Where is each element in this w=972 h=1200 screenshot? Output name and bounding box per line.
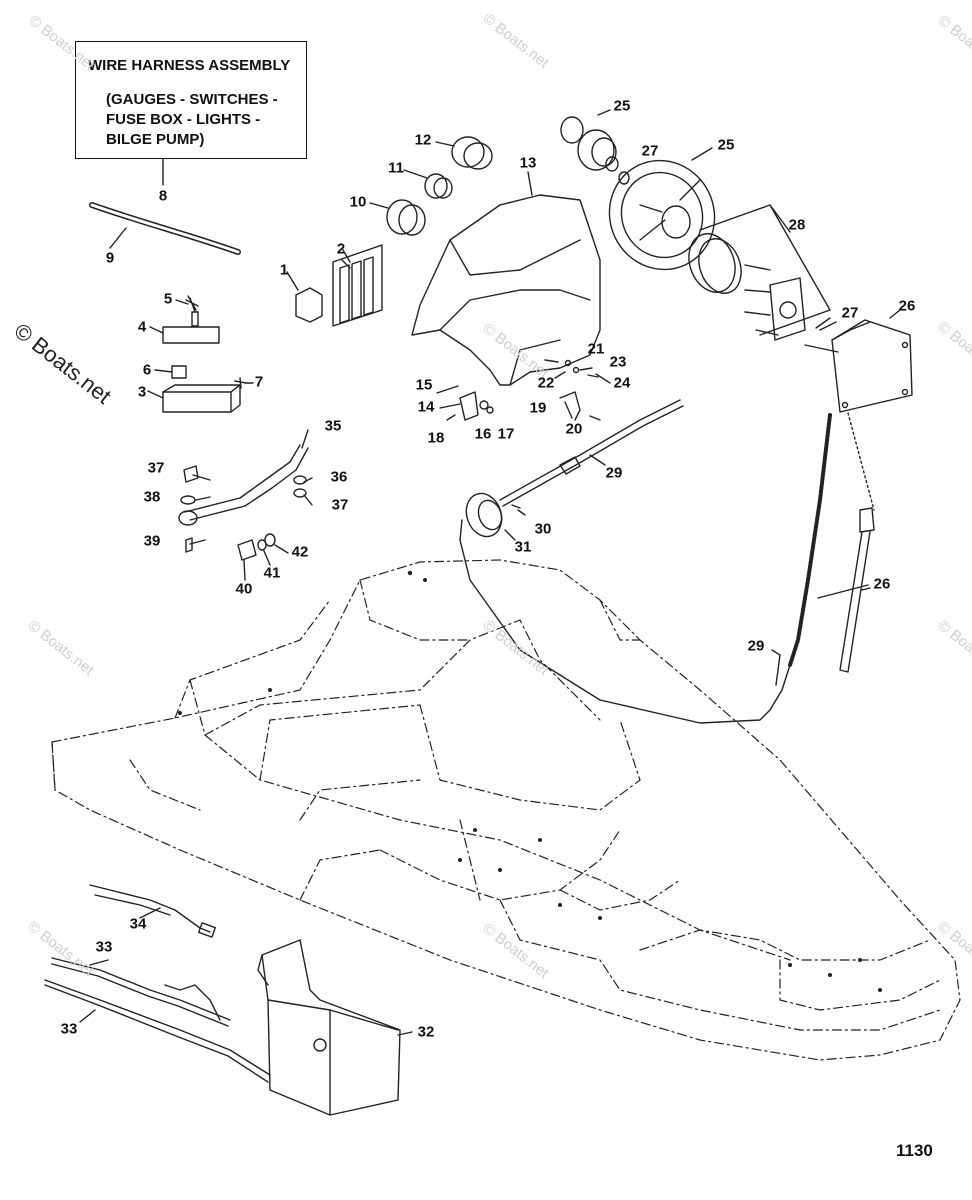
callout-32: 32	[417, 1023, 435, 1041]
callout-21: 21	[587, 340, 605, 358]
leader-lines	[189, 259, 869, 599]
note-title: WIRE HARNESS ASSEMBLY	[88, 57, 291, 74]
callout-24: 24	[613, 374, 631, 392]
callout-25b: 25	[717, 136, 735, 154]
helm-box	[804, 309, 913, 673]
callout-35: 35	[324, 417, 342, 435]
hull-outline	[51, 559, 961, 1061]
callout-42: 42	[291, 543, 309, 561]
helm-assembly	[688, 204, 831, 341]
callout-2: 2	[336, 240, 346, 258]
callout-4: 4	[137, 318, 147, 336]
switch-panel	[286, 244, 383, 327]
steering-cable	[459, 399, 832, 724]
callout-31: 31	[514, 538, 532, 556]
callout-15: 15	[415, 376, 433, 394]
callout-10: 10	[349, 193, 367, 211]
throttle-control	[257, 939, 413, 1116]
callout-34: 34	[129, 915, 147, 933]
callout-29b: 29	[747, 637, 765, 655]
callout-40: 40	[235, 580, 253, 598]
steering-hub-parts	[560, 109, 630, 185]
control-cables	[44, 884, 271, 1083]
callout-19: 19	[529, 399, 547, 417]
fuse-box-parts	[147, 295, 254, 413]
console-cover	[411, 171, 601, 386]
callout-37: 37	[147, 459, 165, 477]
small-hardware	[436, 359, 601, 421]
callout-41: 41	[263, 564, 281, 582]
page-number: 1130	[896, 1141, 933, 1160]
callout-28: 28	[788, 216, 806, 234]
callout-37b: 37	[331, 496, 349, 514]
steering-wheel	[608, 147, 716, 271]
callout-30: 30	[534, 520, 552, 538]
callout-26: 26	[898, 297, 916, 315]
callout-17: 17	[497, 425, 515, 443]
steering-arm	[178, 429, 309, 561]
callout-7: 7	[254, 373, 264, 391]
note-subtitle: (GAUGES - SWITCHES - FUSE BOX - LIGHTS -…	[106, 91, 278, 148]
callout-39: 39	[143, 532, 161, 550]
callout-5: 5	[163, 290, 173, 308]
callout-14: 14	[417, 398, 435, 416]
callout-38: 38	[143, 488, 161, 506]
callout-25: 25	[613, 97, 631, 115]
callout-12: 12	[414, 131, 432, 149]
callout-33: 33	[95, 938, 113, 956]
callout-33b: 33	[60, 1020, 78, 1038]
callout-11: 11	[388, 159, 404, 177]
callout-27: 27	[641, 142, 659, 160]
callout-8: 8	[158, 187, 168, 205]
note-box: WIRE HARNESS ASSEMBLY (GAUGES - SWITCHES…	[75, 41, 307, 159]
callout-26b: 26	[873, 575, 891, 593]
callout-36: 36	[330, 468, 348, 486]
gauges	[369, 136, 493, 236]
cable-bezel	[465, 492, 526, 541]
callout-20: 20	[565, 420, 583, 438]
callout-18: 18	[427, 429, 445, 447]
callout-3: 3	[137, 383, 147, 401]
callout-23: 23	[609, 353, 627, 371]
callout-22: 22	[537, 374, 555, 392]
callout-16: 16	[474, 425, 492, 443]
hull-fasteners	[178, 570, 882, 992]
wire-loom	[89, 202, 241, 255]
callout-6: 6	[142, 361, 152, 379]
callout-13: 13	[519, 154, 537, 172]
callout-9: 9	[105, 249, 115, 267]
callout-27b: 27	[841, 304, 859, 322]
callout-29: 29	[605, 464, 623, 482]
callout-1: 1	[279, 261, 289, 279]
